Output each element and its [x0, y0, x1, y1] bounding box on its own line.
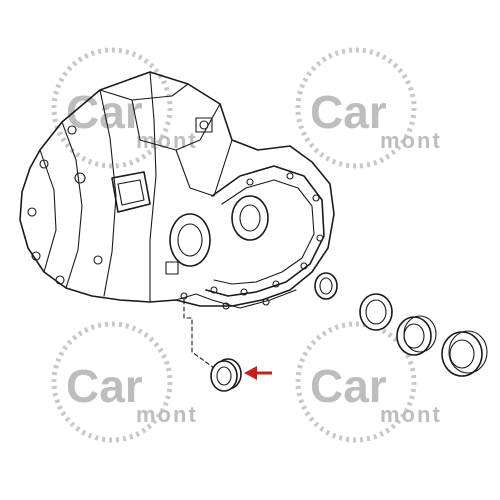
watermark-brand-big: Car	[66, 360, 143, 412]
housing-boss-lower	[165, 261, 179, 275]
housing-boss	[195, 117, 213, 133]
case-bolt	[316, 234, 324, 242]
rail-bolt	[262, 298, 270, 306]
flange-bolt	[31, 251, 41, 261]
watermark-ring	[51, 321, 173, 443]
case-bolt	[272, 280, 280, 288]
case-flange-inner	[213, 179, 315, 285]
watermark-top-left: Car mont	[51, 47, 198, 169]
watermark-brand-big: Car	[310, 86, 387, 138]
housing-side-seal	[314, 272, 338, 300]
flange-bolt	[67, 125, 77, 135]
bearing-bore-left	[169, 213, 211, 267]
rail-bolt	[180, 292, 188, 300]
bearing-bore-left-inner	[177, 223, 203, 257]
side-seal-outer	[314, 272, 338, 300]
pointer-arrow	[244, 366, 272, 380]
seal-right-outer	[441, 331, 483, 377]
highlighted-oil-seal	[210, 358, 242, 392]
housing-edge	[175, 139, 233, 197]
inspection-window-inner	[117, 179, 145, 206]
side-seal-inner	[319, 277, 333, 295]
washer-outer	[359, 293, 393, 331]
housing-rib	[149, 71, 157, 303]
washer-inner	[365, 299, 387, 325]
arrow-head	[244, 366, 257, 380]
seal-middle-outer	[396, 316, 432, 356]
watermark-brand-big: Car	[310, 360, 387, 412]
flange-bolt	[74, 172, 86, 184]
watermark-bottom-right: Car mont	[295, 321, 442, 443]
case-bolt	[240, 288, 248, 296]
oil-seal-middle	[396, 315, 437, 356]
inspection-window	[111, 171, 151, 213]
housing-rib	[99, 89, 117, 297]
case-bolt	[246, 178, 254, 186]
housing-rib	[61, 121, 83, 289]
housing-outline	[19, 71, 335, 307]
bearing-bore-right-inner	[239, 204, 261, 232]
shim-washer	[359, 293, 393, 331]
seal-right-rim	[448, 330, 488, 374]
housing-edge	[99, 83, 189, 101]
watermark-brand-small: mont	[380, 128, 442, 153]
case-bolt	[286, 172, 294, 180]
housing-rib	[39, 149, 57, 273]
case-bolt	[312, 194, 320, 202]
bearing-bore-right	[231, 195, 269, 241]
flange-bolt	[93, 255, 103, 265]
watermark-ring	[51, 47, 173, 169]
watermark-top-right: Car mont	[295, 47, 442, 169]
highlighted-seal-inner	[216, 366, 232, 386]
seal-right-inner	[449, 339, 475, 369]
watermark-brand-small: mont	[136, 402, 198, 427]
case-bolt	[300, 262, 308, 270]
watermark-ring	[295, 321, 417, 443]
highlighted-seal-front	[210, 360, 238, 392]
watermark-brand-small: mont	[380, 402, 442, 427]
transmission-housing	[19, 71, 335, 310]
flange-bolt	[55, 275, 65, 285]
oil-seal-right	[441, 330, 488, 377]
flange-bolt	[27, 207, 37, 217]
seal-middle-rim	[403, 315, 437, 353]
leader-line	[183, 299, 215, 369]
watermark-bottom-left: Car mont	[51, 321, 198, 443]
case-bolt	[210, 286, 218, 294]
housing-bolt	[199, 120, 209, 130]
watermark-brand-small: mont	[136, 128, 198, 153]
watermark-ring	[295, 47, 417, 169]
housing-bottom-rail	[149, 289, 297, 309]
flange-bolt	[39, 159, 49, 169]
rail-bolt	[222, 302, 230, 310]
